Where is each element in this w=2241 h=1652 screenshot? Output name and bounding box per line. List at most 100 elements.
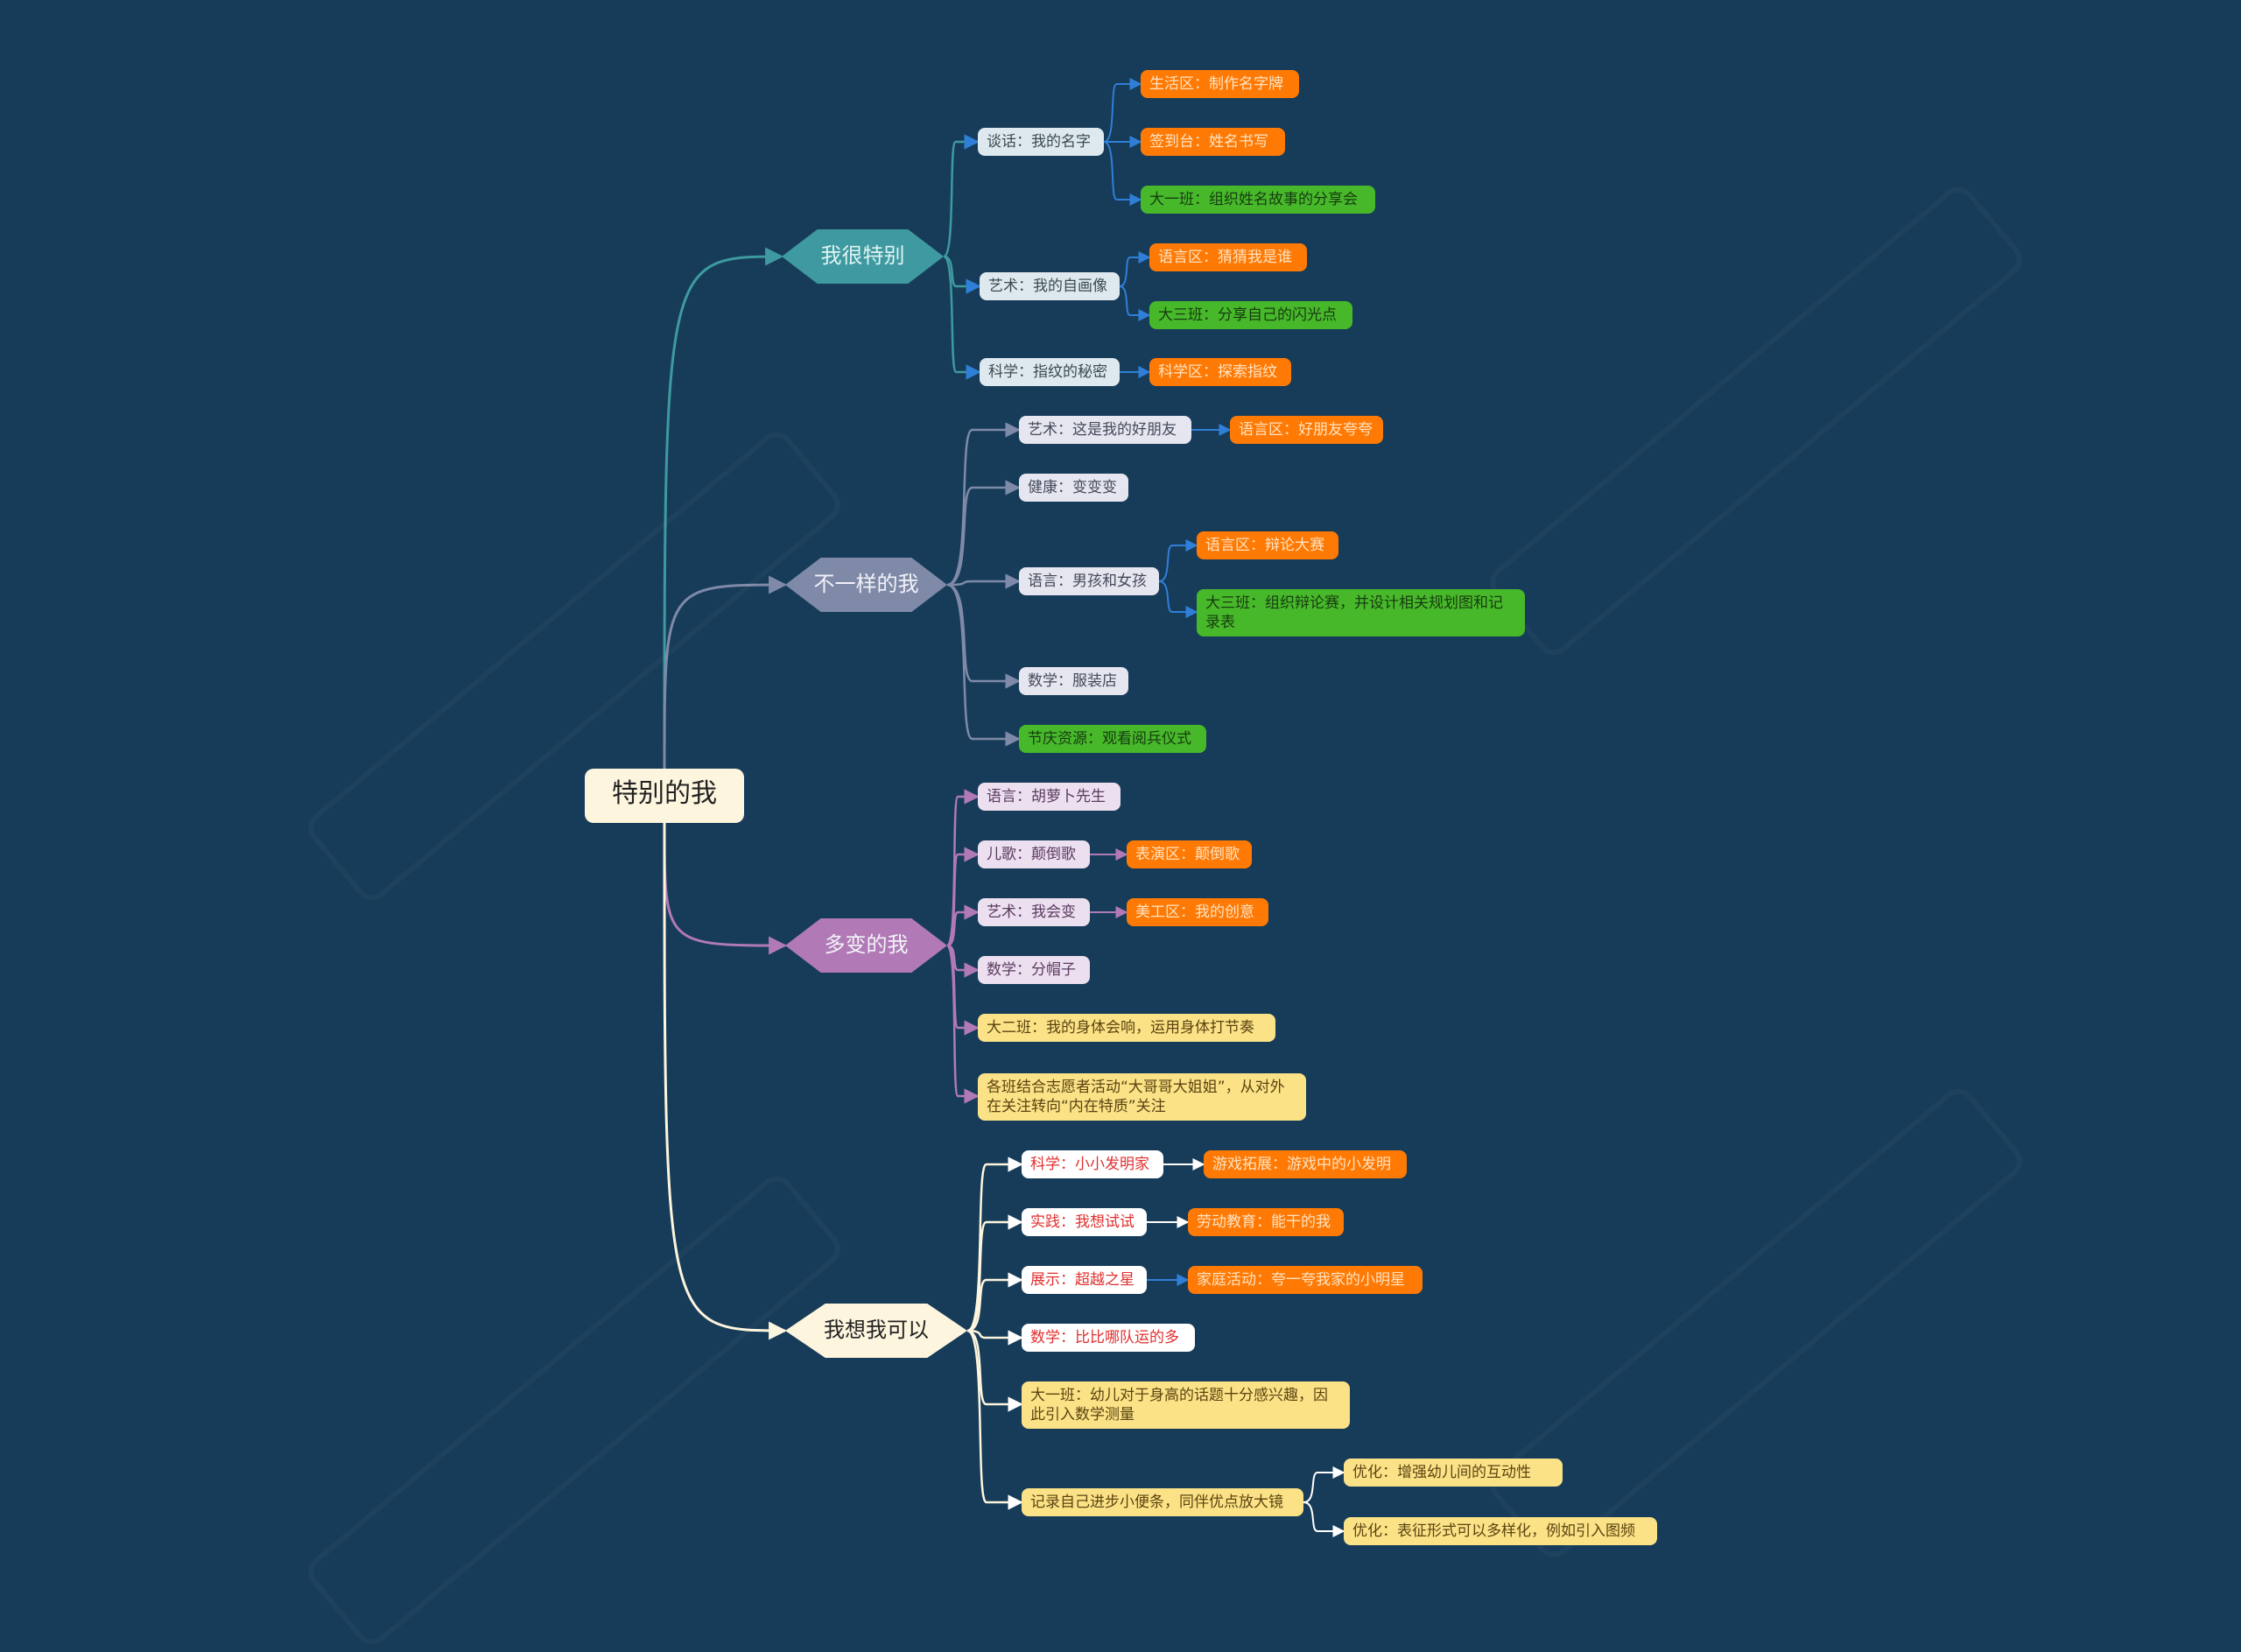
detail-topic[interactable]: 家庭活动：夸一夸我家的小明星 <box>1188 1266 1423 1294</box>
subtopic-label: 科学：指纹的秘密 <box>988 363 1107 381</box>
detail-topic[interactable]: 生活区：制作名字牌 <box>1141 70 1299 98</box>
detail-topic[interactable]: 劳动教育：能干的我 <box>1188 1208 1344 1236</box>
subtopic-label: 健康：变变变 <box>1028 479 1117 496</box>
branch-subtopic-link <box>946 904 980 947</box>
detail-topic[interactable]: 美工区：我的创意 <box>1127 898 1268 926</box>
branch-subtopic-link <box>966 1214 1023 1332</box>
subtopic-detail-link <box>1119 285 1151 321</box>
branch-subtopic-link <box>946 573 1021 589</box>
detail-topic[interactable]: 大三班：组织辩论赛，并设计相关规划图和记录表 <box>1197 589 1525 636</box>
subtopic[interactable]: 科学：指纹的秘密 <box>980 358 1120 386</box>
detail-topic[interactable]: 语言区：辩论大赛 <box>1197 531 1338 559</box>
branch-subtopic-link <box>966 1329 1023 1346</box>
subtopic-label: 数学：分帽子 <box>987 961 1076 979</box>
subtopic[interactable]: 健康：变变变 <box>1019 474 1128 502</box>
subtopic-label: 数学：服装店 <box>1028 672 1117 690</box>
subtopic-label: 谈话：我的名字 <box>987 133 1091 151</box>
branch-topic[interactable]: 我想我可以 <box>785 1304 967 1358</box>
branch-subtopic-link <box>945 789 980 947</box>
subtopic-detail-link <box>1303 1501 1345 1537</box>
branch-topic-label: 我想我可以 <box>824 1318 929 1342</box>
detail-topic[interactable]: 语言区：好朋友夸夸 <box>1230 416 1383 444</box>
subtopic[interactable]: 谈话：我的名字 <box>978 128 1104 156</box>
branch-subtopic-link <box>966 1329 1023 1510</box>
subtopic-label: 各班结合志愿者活动“大哥哥大姐姐”，从对外在关注转向“内在特质”关注 <box>987 1079 1285 1115</box>
subtopic[interactable]: 数学：分帽子 <box>978 956 1090 984</box>
subtopic-label: 艺术：这是我的好朋友 <box>1028 421 1177 439</box>
hexagon-shape <box>782 229 944 284</box>
detail-topic[interactable]: 优化：增强幼儿间的互动性 <box>1344 1459 1563 1487</box>
detail-topic-label: 语言区：辩论大赛 <box>1205 537 1324 554</box>
branch-topic-label: 不一样的我 <box>813 572 919 596</box>
subtopic[interactable]: 艺术：这是我的好朋友 <box>1019 416 1191 444</box>
subtopic[interactable]: 数学：比比哪队运的多 <box>1022 1324 1195 1352</box>
detail-topic-label: 劳动教育：能干的我 <box>1197 1213 1331 1231</box>
subtopic-label: 节庆资源：观看阅兵仪式 <box>1028 730 1191 748</box>
subtopic[interactable]: 实践：我想试试 <box>1022 1208 1147 1236</box>
detail-topic-label: 签到台：姓名书写 <box>1149 133 1268 151</box>
subtopic[interactable]: 艺术：我会变 <box>978 898 1090 926</box>
subtopic-label: 展示：超越之星 <box>1030 1271 1135 1289</box>
branch-topic-label: 我很特别 <box>820 243 905 268</box>
subtopic[interactable]: 儿歌：颠倒歌 <box>978 840 1090 868</box>
branch-subtopic-link <box>966 1329 1023 1412</box>
connector-layer <box>663 78 1345 1537</box>
branch-subtopic-link <box>945 847 980 947</box>
root-branch-link <box>663 575 788 770</box>
branch-subtopic-link <box>966 1272 1023 1332</box>
detail-topic-label: 生活区：制作名字牌 <box>1149 75 1283 93</box>
detail-topic[interactable]: 大一班：组织姓名故事的分享会 <box>1141 186 1375 214</box>
branch-topic-label: 多变的我 <box>824 932 909 957</box>
subtopic-detail-link <box>1158 539 1198 582</box>
detail-topic[interactable]: 签到台：姓名书写 <box>1141 128 1285 156</box>
detail-topic-label: 科学区：探索指纹 <box>1158 363 1277 381</box>
subtopic-label: 大一班：幼儿对于身高的话题十分感兴趣，因此引入数学测量 <box>1030 1387 1328 1424</box>
detail-topic[interactable]: 表演区：颠倒歌 <box>1127 840 1252 868</box>
detail-topic[interactable]: 大三班：分享自己的闪光点 <box>1149 301 1352 329</box>
subtopic[interactable]: 数学：服装店 <box>1019 667 1128 695</box>
mind-map: 特别的我 我很特别 谈话：我的名字 生活区：制作名字牌签到台：姓名书写大一班：组织姓名… <box>585 70 1657 1545</box>
subtopic[interactable]: 语言：男孩和女孩 <box>1019 567 1159 595</box>
subtopic-detail-link <box>1103 141 1142 206</box>
detail-topic-label: 家庭活动：夸一夸我家的小明星 <box>1197 1271 1405 1289</box>
root-branch-link <box>663 822 788 955</box>
branch-topic[interactable]: 我很特别 <box>782 229 944 284</box>
detail-topic-label: 优化：表征形式可以多样化，例如引入图频 <box>1352 1522 1635 1540</box>
subtopic[interactable]: 展示：超越之星 <box>1022 1266 1147 1294</box>
root-topic[interactable]: 特别的我 <box>585 769 744 823</box>
detail-topic[interactable]: 游戏拓展：游戏中的小发明 <box>1204 1150 1407 1178</box>
subtopic[interactable]: 科学：小小发明家 <box>1022 1150 1163 1178</box>
root-topic-label: 特别的我 <box>612 778 717 809</box>
subtopic-label: 语言：胡萝卜先生 <box>987 788 1106 805</box>
root-branch-link <box>663 247 784 770</box>
subtopic-label: 儿歌：颠倒歌 <box>987 846 1076 863</box>
subtopic[interactable]: 各班结合志愿者活动“大哥哥大姐姐”，从对外在关注转向“内在特质”关注 <box>978 1073 1306 1121</box>
subtopic-label: 记录自己进步小便条，同伴优点放大镜 <box>1030 1494 1283 1511</box>
detail-topic[interactable]: 语言区：猜猜我是谁 <box>1149 243 1307 271</box>
subtopic-label: 大二班：我的身体会响，运用身体打节奏 <box>987 1019 1254 1037</box>
hexagon-shape <box>785 1304 967 1358</box>
subtopic[interactable]: 节庆资源：观看阅兵仪式 <box>1019 725 1206 753</box>
branch-subtopic-link <box>943 255 981 294</box>
subtopic[interactable]: 艺术：我的自画像 <box>980 272 1120 300</box>
subtopic[interactable]: 大一班：幼儿对于身高的话题十分感兴趣，因此引入数学测量 <box>1022 1381 1350 1429</box>
subtopic-label: 科学：小小发明家 <box>1030 1156 1149 1173</box>
detail-topic-label: 大三班：分享自己的闪光点 <box>1158 306 1337 324</box>
detail-topic-label: 表演区：颠倒歌 <box>1135 846 1240 863</box>
detail-topic[interactable]: 优化：表征形式可以多样化，例如引入图频 <box>1344 1517 1657 1545</box>
subtopic-detail-link <box>1158 580 1198 618</box>
detail-topic-label: 游戏拓展：游戏中的小发明 <box>1212 1156 1391 1173</box>
subtopic-label: 数学：比比哪队运的多 <box>1030 1329 1179 1346</box>
subtopic-detail-link <box>1303 1466 1345 1503</box>
branch-topic[interactable]: 不一样的我 <box>785 558 947 612</box>
subtopic-label: 语言：男孩和女孩 <box>1028 573 1147 590</box>
subtopic-detail-link <box>1103 78 1142 143</box>
detail-topic[interactable]: 科学区：探索指纹 <box>1149 358 1291 386</box>
branch-topic[interactable]: 多变的我 <box>785 918 947 973</box>
subtopic[interactable]: 记录自己进步小便条，同伴优点放大镜 <box>1022 1488 1303 1516</box>
subtopic-label: 实践：我想试试 <box>1030 1213 1135 1231</box>
subtopic[interactable]: 语言：胡萝卜先生 <box>978 783 1120 811</box>
subtopic[interactable]: 大二班：我的身体会响，运用身体打节奏 <box>978 1014 1275 1042</box>
root-branch-link <box>663 822 788 1340</box>
hexagon-shape <box>785 558 947 612</box>
